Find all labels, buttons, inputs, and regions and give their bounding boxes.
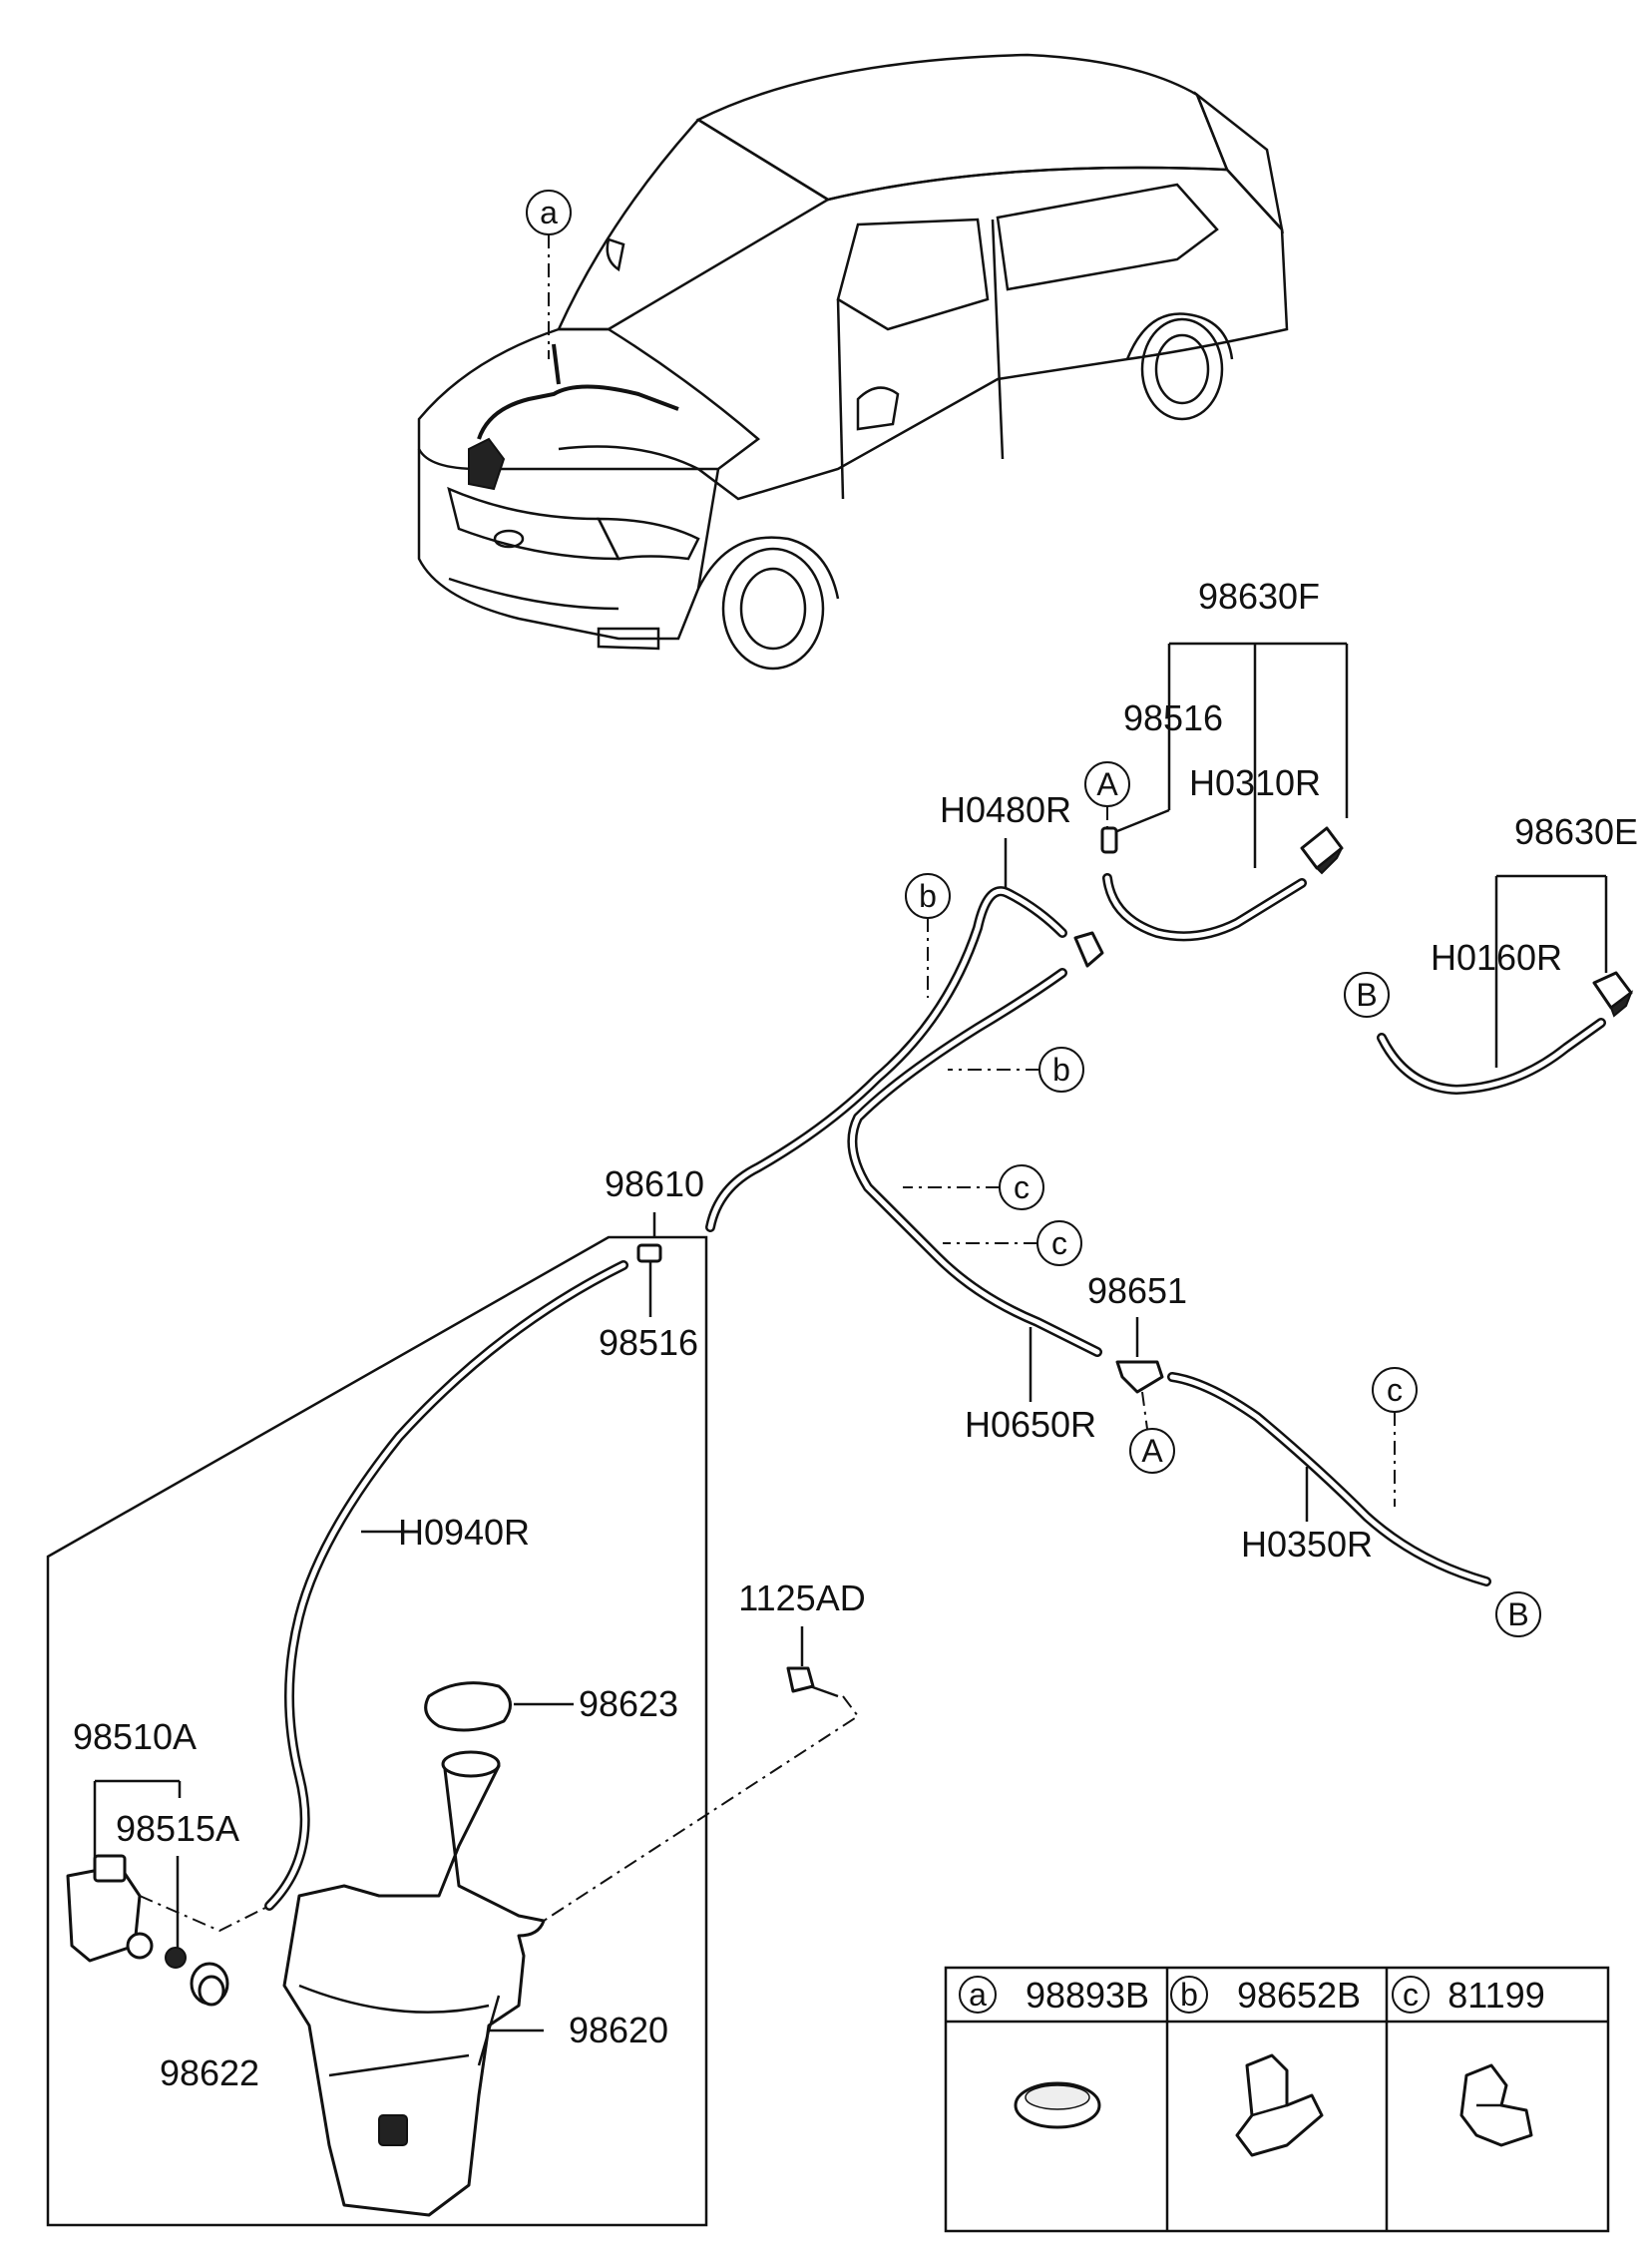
- label-H0650R: H0650R: [965, 1404, 1096, 1445]
- svg-text:B: B: [1507, 1596, 1528, 1632]
- label-98510A: 98510A: [73, 1716, 197, 1757]
- legend-table: a 98893B b 98652B c 81199: [944, 1966, 1610, 2233]
- legend-cell-c: c 81199: [1392, 1975, 1545, 2147]
- label-98651: 98651: [1087, 1270, 1187, 1311]
- group-1125AD: 1125AD: [543, 1578, 866, 1922]
- label-98610: 98610: [605, 1163, 704, 1204]
- label-98622: 98622: [160, 2052, 259, 2093]
- svg-text:b: b: [1180, 1977, 1198, 2013]
- detail-box: 98610 98516 H0940R 98623 98620 98510A 98…: [46, 1163, 708, 2227]
- label-98623: 98623: [579, 1683, 678, 1724]
- group-98630E: 98630E H0160R B: [1344, 811, 1638, 1095]
- car-illustration: [417, 53, 1289, 671]
- label-98515A: 98515A: [116, 1808, 239, 1849]
- svg-text:b: b: [1052, 1052, 1070, 1088]
- legend-part-98893B: 98893B: [1026, 1975, 1149, 2016]
- label-98630E: 98630E: [1514, 811, 1638, 852]
- legend-part-81199: 81199: [1447, 1975, 1544, 2016]
- label-98630F: 98630F: [1198, 576, 1320, 617]
- label-1125AD: 1125AD: [738, 1578, 865, 1618]
- label-H0480R: H0480R: [940, 789, 1071, 830]
- legend-cell-b: b 98652B: [1170, 1975, 1361, 2157]
- group-98651: 98651 A H0350R c B: [1087, 1270, 1541, 1637]
- svg-text:b: b: [919, 878, 937, 914]
- label-H0160R: H0160R: [1431, 937, 1562, 978]
- group-98630F: 98630F 98516 H0310R A: [1084, 576, 1349, 942]
- svg-text:B: B: [1356, 977, 1377, 1013]
- label-98620: 98620: [569, 2010, 668, 2050]
- label-H0310R: H0310R: [1189, 762, 1321, 803]
- svg-text:c: c: [1051, 1225, 1067, 1261]
- label-H0350R: H0350R: [1241, 1524, 1373, 1565]
- label-98516-top: 98516: [1123, 697, 1223, 738]
- legend-cell-a: a 98893B: [959, 1975, 1149, 2129]
- svg-text:A: A: [1096, 766, 1118, 802]
- label-H0940R: H0940R: [398, 1512, 530, 1553]
- legend-part-98652B: 98652B: [1237, 1975, 1361, 2016]
- svg-text:a: a: [969, 1977, 987, 2013]
- group-H0480R: H0480R b b c c H0650R: [705, 789, 1104, 1445]
- svg-text:c: c: [1403, 1977, 1419, 2013]
- label-98516-bottom: 98516: [599, 1322, 698, 1363]
- svg-text:A: A: [1141, 1433, 1163, 1469]
- svg-text:a: a: [540, 195, 558, 230]
- svg-text:c: c: [1014, 1169, 1030, 1205]
- svg-text:c: c: [1387, 1372, 1403, 1408]
- callout-a-car: a: [526, 190, 572, 359]
